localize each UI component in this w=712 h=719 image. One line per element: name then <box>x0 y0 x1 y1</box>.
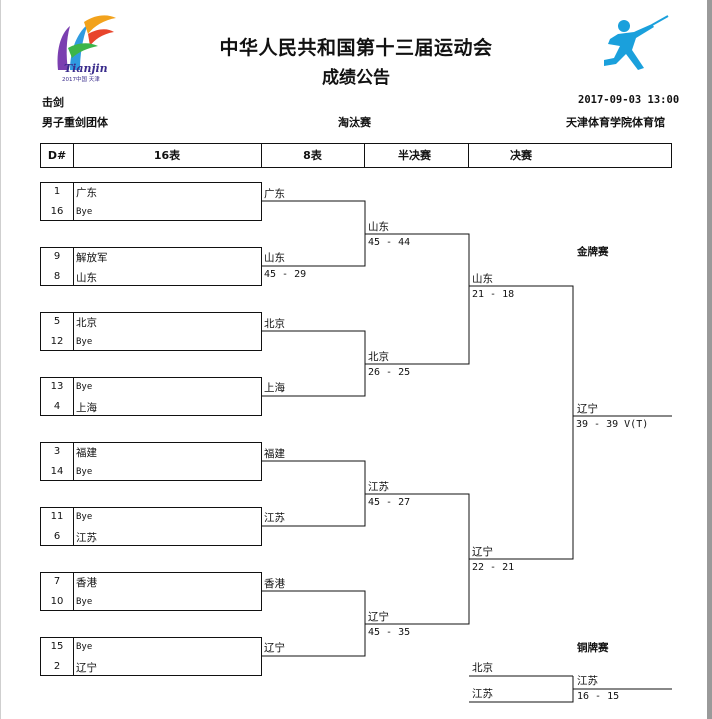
team-name: Bye <box>76 467 93 477</box>
col-header-semi-label: 半决赛 <box>398 149 431 162</box>
col-header-r16-label: 16表 <box>153 149 181 162</box>
r8-team: 香港 <box>264 578 285 590</box>
col-header-seed: D# <box>40 143 74 168</box>
logo-text: Tianjin <box>64 62 108 75</box>
seed-number: 13 <box>50 381 64 392</box>
gold-winner: 辽宁 <box>577 403 598 415</box>
fencing-pictogram <box>590 14 670 78</box>
team-name: 北京 <box>76 317 97 329</box>
team-name: Bye <box>76 207 93 217</box>
team-name: 解放军 <box>76 252 108 264</box>
seed-number: 8 <box>53 271 61 282</box>
semi-team: 北京 <box>368 351 389 363</box>
team-name: 上海 <box>76 402 97 414</box>
col-header-r8-label: 8表 <box>303 149 322 162</box>
team-name: 福建 <box>76 447 97 459</box>
team-name: Bye <box>76 382 93 392</box>
page-right-shadow <box>707 0 712 719</box>
team-name: 广东 <box>76 187 97 199</box>
seed-divider <box>40 377 74 416</box>
gold-match-label: 金牌赛 <box>577 246 609 258</box>
team-name: 山东 <box>76 272 97 284</box>
r8-team: 江苏 <box>264 512 285 524</box>
page-subtitle: 成绩公告 <box>322 68 390 88</box>
final-score: 22 - 21 <box>472 562 515 573</box>
seed-divider <box>40 442 74 481</box>
semi-score: 45 - 35 <box>368 627 411 638</box>
seed-number: 10 <box>50 596 64 607</box>
sport-label: 击剑 <box>42 96 64 109</box>
r8-score: 45 - 29 <box>264 269 307 280</box>
seed-divider <box>40 312 74 351</box>
bronze-score: 16 - 15 <box>577 691 620 702</box>
final-team: 山东 <box>472 273 493 285</box>
col-header-final: 决赛 <box>468 143 672 168</box>
bronze-team: 江苏 <box>472 688 493 700</box>
team-name: Bye <box>76 337 93 347</box>
semi-score: 26 - 25 <box>368 367 411 378</box>
seed-number: 2 <box>53 661 61 672</box>
final-score: 21 - 18 <box>472 289 515 300</box>
team-name: 辽宁 <box>76 662 97 674</box>
seed-number: 6 <box>53 531 61 542</box>
seed-number: 7 <box>53 576 61 587</box>
games-logo: Tianjin 2017中国 天津 <box>44 8 124 88</box>
seed-number: 1 <box>53 186 61 197</box>
team-name: 香港 <box>76 577 97 589</box>
page-title: 中华人民共和国第十三届运动会 <box>219 37 493 59</box>
fencer-icon <box>604 15 669 70</box>
seed-number: 15 <box>50 641 64 652</box>
col-header-r16: 16表 <box>73 143 262 168</box>
event-label: 男子重剑团体 <box>42 116 108 129</box>
r8-team: 辽宁 <box>264 642 285 654</box>
r8-team: 广东 <box>264 188 285 200</box>
seed-number: 12 <box>50 336 64 347</box>
seed-number: 16 <box>50 206 64 217</box>
gold-score: 39 - 39 V(T) <box>576 419 649 430</box>
seed-number: 9 <box>53 251 61 262</box>
seed-number: 5 <box>53 316 61 327</box>
semi-score: 45 - 27 <box>368 497 411 508</box>
bronze-team: 北京 <box>472 662 493 674</box>
seed-number: 3 <box>53 446 61 457</box>
seed-number: 4 <box>53 401 61 412</box>
semi-score: 45 - 44 <box>368 237 411 248</box>
r8-team: 山东 <box>264 252 285 264</box>
seed-number: 14 <box>50 466 64 477</box>
col-header-semi: 半决赛 <box>364 143 469 168</box>
team-name: 江苏 <box>76 532 97 544</box>
team-name: Bye <box>76 597 93 607</box>
r8-team: 福建 <box>264 448 285 460</box>
semi-team: 山东 <box>368 221 389 233</box>
seed-divider <box>40 572 74 611</box>
seed-divider <box>40 247 74 286</box>
bronze-winner: 江苏 <box>577 675 598 687</box>
bronze-match-label: 铜牌赛 <box>577 642 609 654</box>
final-team: 辽宁 <box>472 546 493 558</box>
col-header-final-label: 决赛 <box>510 149 532 162</box>
seed-divider <box>40 182 74 221</box>
team-name: Bye <box>76 512 93 522</box>
logo-subtext: 2017中国 天津 <box>62 77 100 83</box>
col-header-r8: 8表 <box>261 143 365 168</box>
seed-divider <box>40 507 74 546</box>
team-name: Bye <box>76 642 93 652</box>
semi-team: 辽宁 <box>368 611 389 623</box>
r8-team: 上海 <box>264 382 285 394</box>
datetime-label: 2017-09-03 13:00 <box>578 94 680 106</box>
col-header-seed-label: D# <box>47 149 67 162</box>
seed-number: 11 <box>50 511 64 522</box>
semi-team: 江苏 <box>368 481 389 493</box>
r8-team: 北京 <box>264 318 285 330</box>
page-left-edge <box>0 0 1 719</box>
stage-label: 淘汰赛 <box>338 116 371 129</box>
games-logo-mark <box>57 15 116 70</box>
seed-divider <box>40 637 74 676</box>
venue-label: 天津体育学院体育馆 <box>566 116 665 129</box>
